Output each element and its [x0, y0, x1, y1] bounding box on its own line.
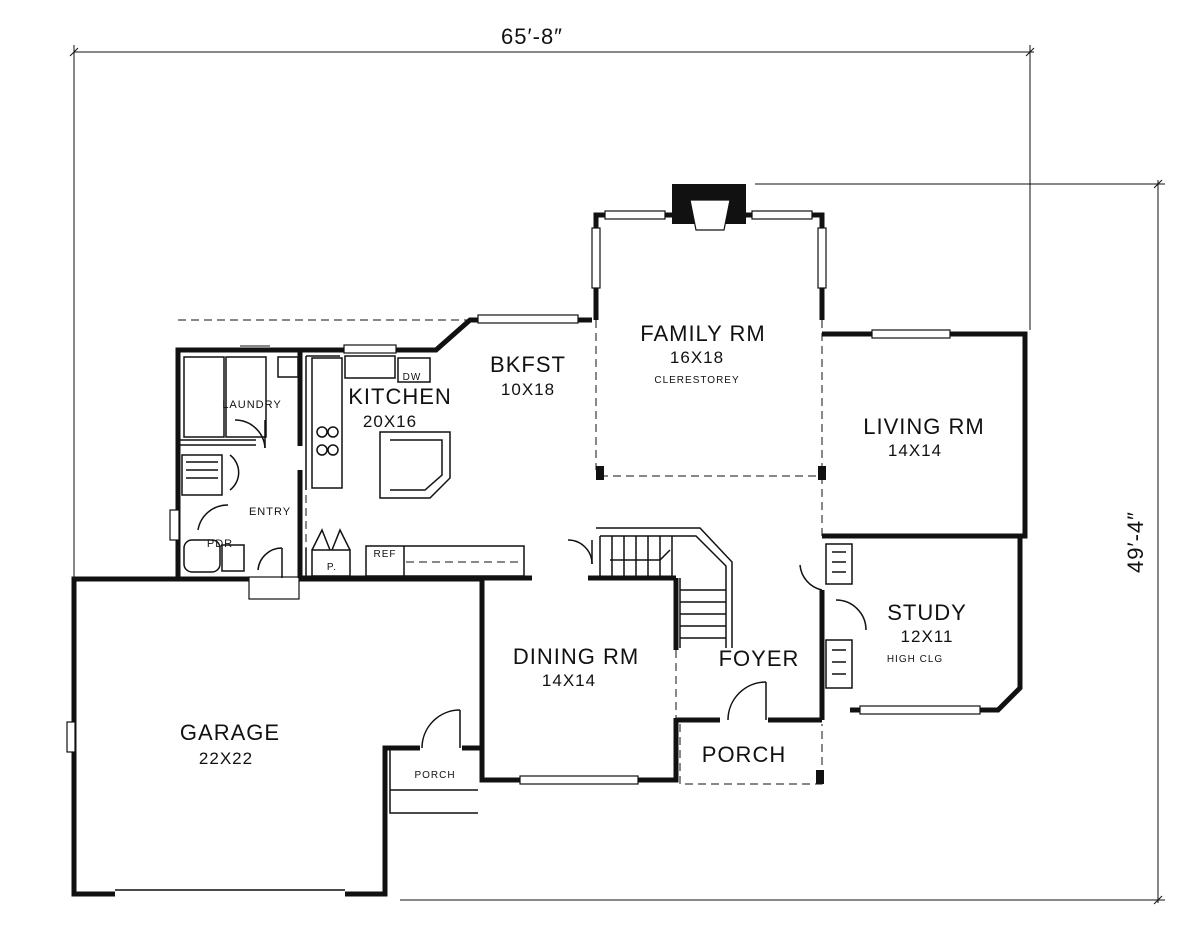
kitchen-counter — [300, 528, 532, 581]
dining-room-name: DINING RM — [513, 644, 639, 669]
pdr-label: PDR — [207, 538, 233, 550]
study-walls — [799, 536, 1023, 720]
dining-room-size: 14X14 — [542, 671, 596, 690]
garage-porch-name: PORCH — [414, 770, 455, 781]
laundry-label: LAUNDRY — [222, 399, 281, 411]
kitchen-name: KITCHEN — [348, 384, 452, 409]
garage-size: 22X22 — [199, 749, 253, 768]
room-labels: FAMILY RM 16X18 CLERESTOREY BKFST 10X18 … — [180, 321, 984, 781]
kitchen-size: 20X16 — [363, 412, 417, 431]
living-room-walls — [821, 329, 1028, 539]
service-wing-walls — [169, 345, 340, 578]
kitchen-walls — [178, 314, 592, 578]
living-room-name: LIVING RM — [863, 414, 984, 439]
living-room-size: 14X14 — [888, 441, 942, 460]
study-note: HIGH CLG — [887, 654, 943, 665]
dining-room-walls — [479, 575, 679, 785]
family-room-note: CLERESTOREY — [654, 375, 739, 386]
foyer-walls — [676, 681, 824, 785]
family-room-size: 16X18 — [670, 348, 724, 367]
refrigerator-label: REF — [374, 549, 397, 560]
overall-width-label: 65′-8″ — [501, 24, 563, 49]
garage-walls — [66, 576, 485, 897]
dimension-lines — [69, 45, 1165, 905]
entry-label: ENTRY — [249, 506, 291, 518]
pantry-label: P. — [327, 562, 337, 573]
bkfst-size: 10X18 — [501, 380, 555, 399]
overall-depth-label: 49′-4″ — [1123, 511, 1148, 573]
porch-name: PORCH — [702, 742, 786, 767]
foyer-name: FOYER — [719, 646, 800, 671]
staircase — [567, 527, 733, 648]
study-size: 12X11 — [901, 627, 954, 646]
family-room-name: FAMILY RM — [640, 321, 766, 346]
dishwasher-label: DW — [403, 372, 422, 383]
garage-name: GARAGE — [180, 720, 280, 745]
study-name: STUDY — [887, 600, 967, 625]
family-room-walls — [591, 184, 827, 480]
garage-porch — [389, 709, 478, 814]
bkfst-name: BKFST — [490, 352, 566, 377]
